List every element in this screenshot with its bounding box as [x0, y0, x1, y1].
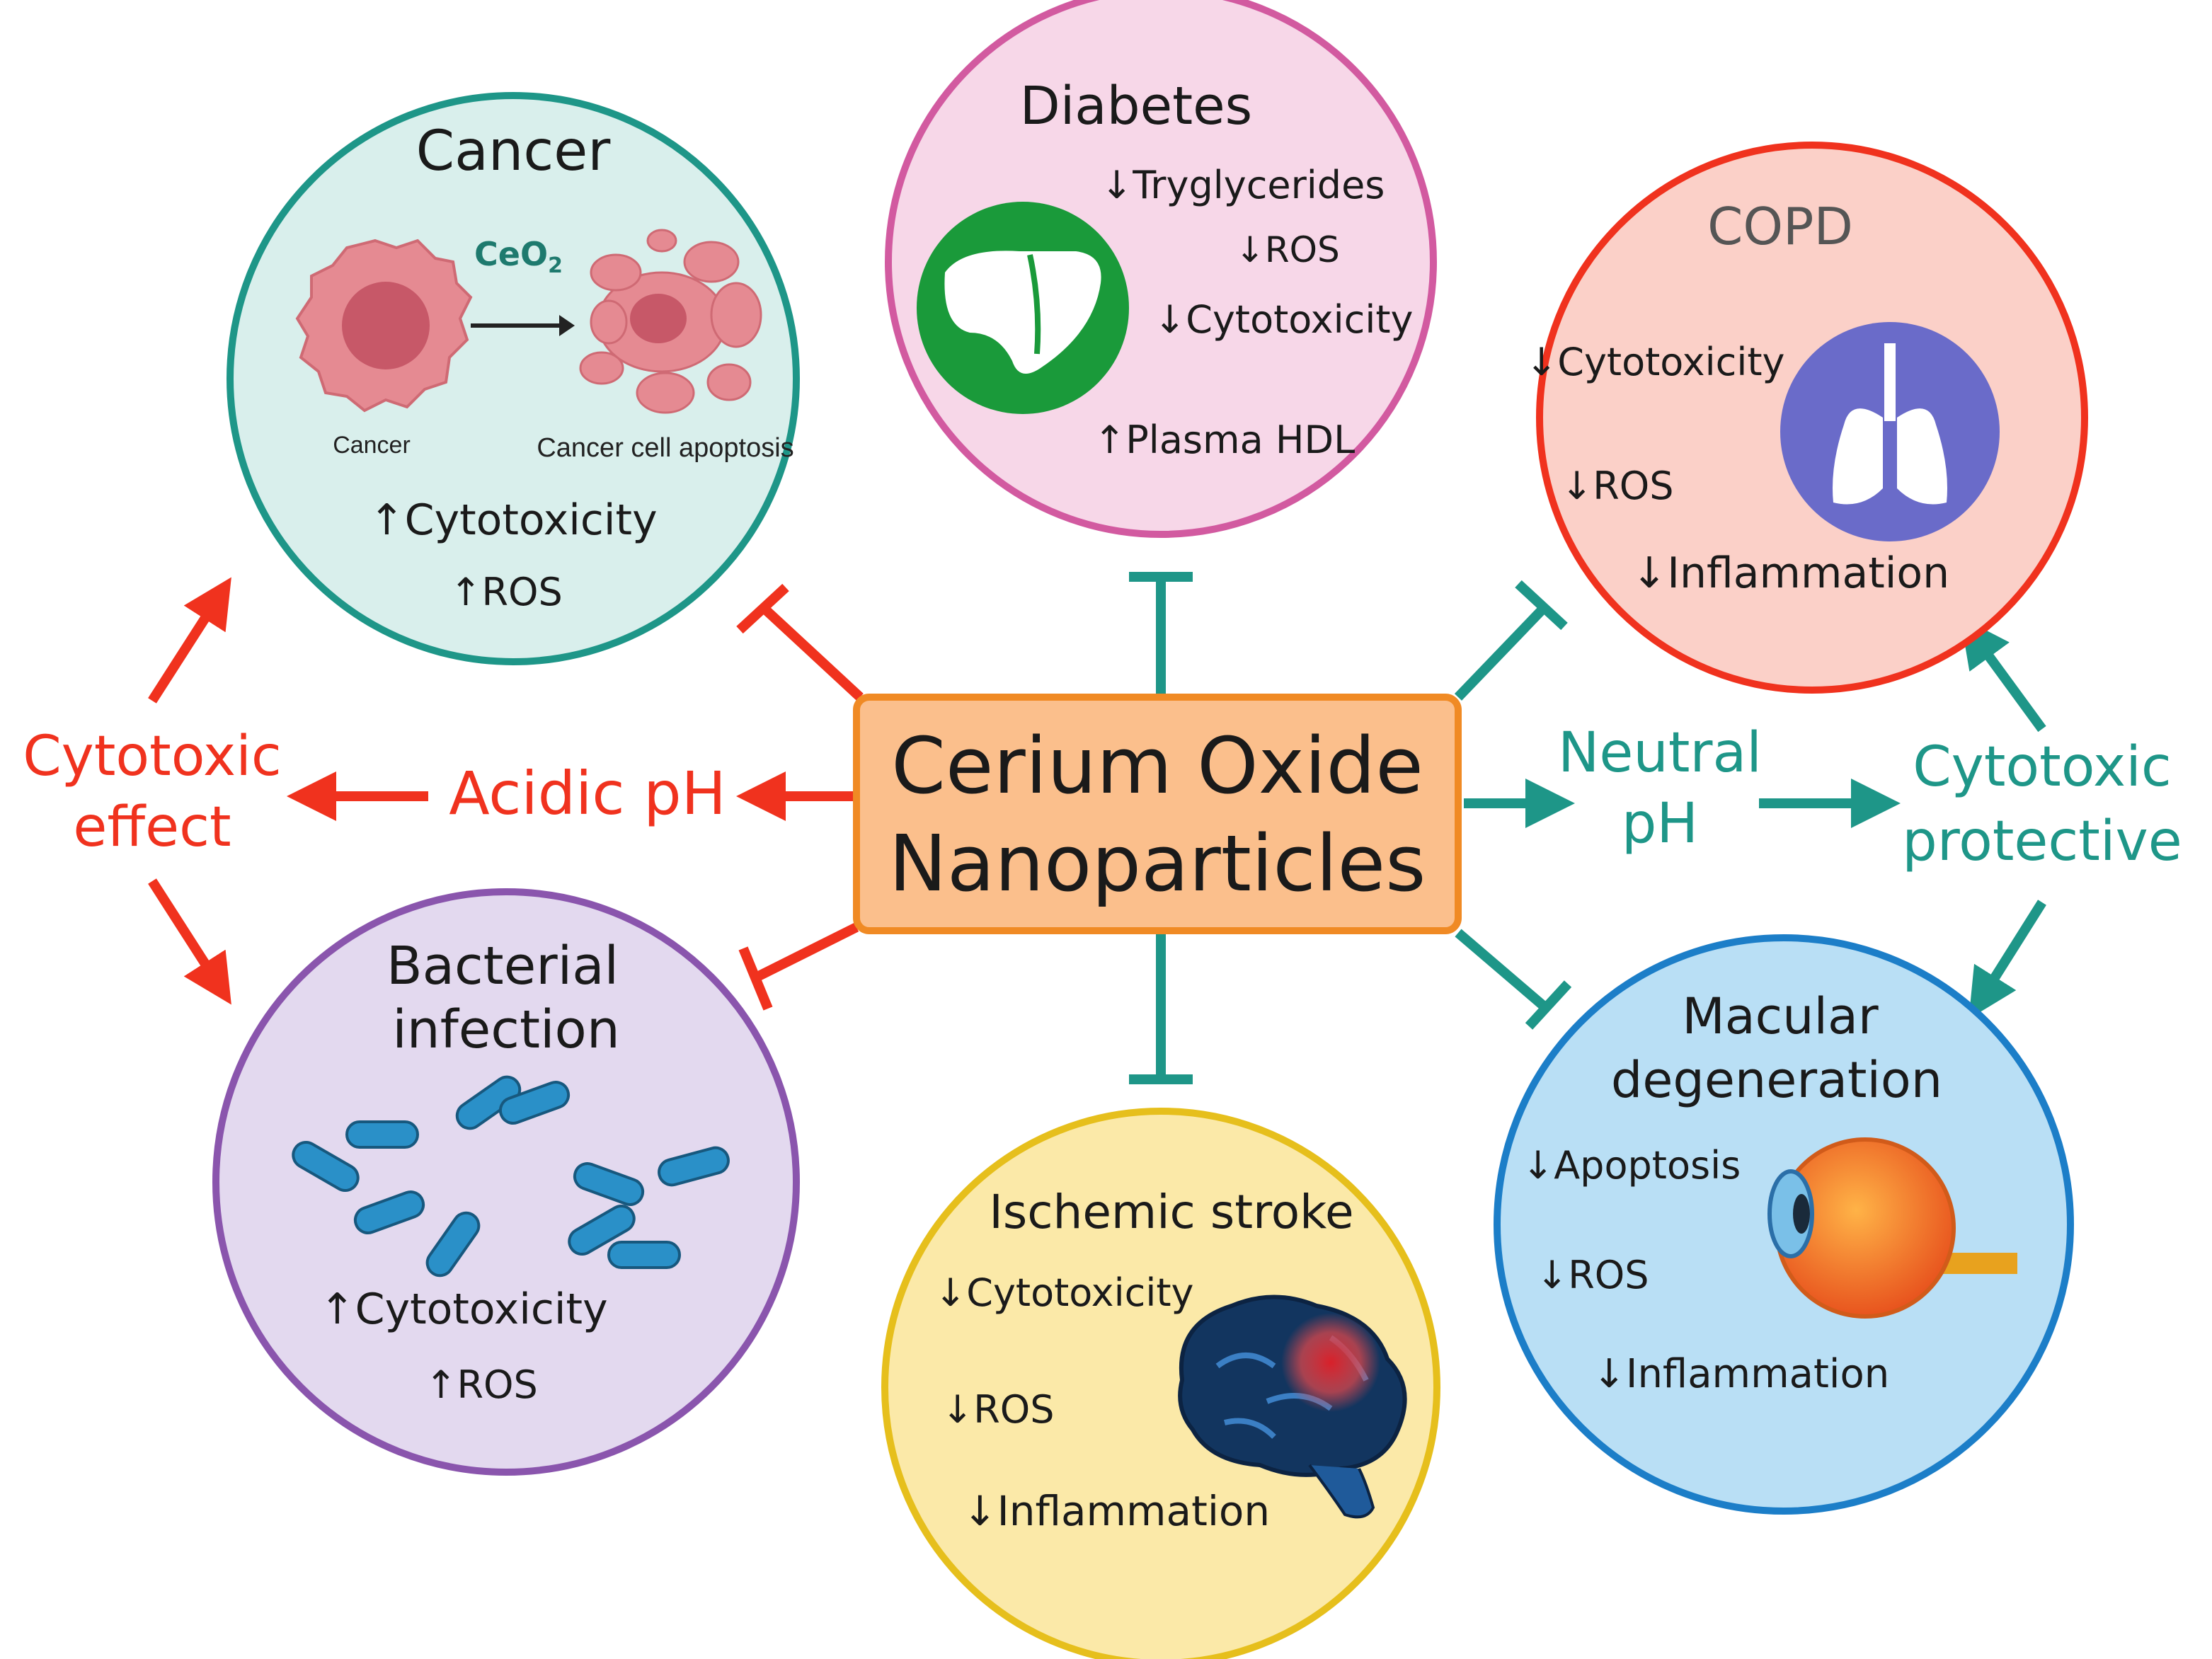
macular-effect-3: ↓Inflammation [1593, 1351, 1889, 1397]
macular-effect-2: ↓ROS [1536, 1253, 1649, 1297]
ceo2-label: CeO2 [474, 235, 563, 278]
cancer-before-label: Cancer [333, 432, 411, 459]
inhibition-connectors [736, 572, 1572, 1084]
cancer-after-label: Cancer cell apoptosis [537, 433, 793, 463]
center-box: Cerium Oxide Nanoparticles [853, 694, 1462, 934]
bacterial-title-line2: infection [392, 999, 619, 1060]
stroke-title: Ischemic stroke [989, 1185, 1353, 1239]
bacterial-node: Bacterial infection ↑Cytotoxicity ↑ROS [212, 888, 800, 1476]
liver-icon [917, 202, 1129, 414]
eye-icon [1767, 1137, 2017, 1319]
cytotoxic-protective-line1: Cytotoxic [1913, 735, 2172, 799]
cancer-effect-2: ↑ROS [449, 570, 563, 614]
bacterial-effect-1: ↑Cytotoxicity [319, 1285, 607, 1334]
bacteria-icon [292, 1075, 730, 1278]
macular-node: Macular degeneration ↓Apoptosis ↓ROS ↓In… [1494, 934, 2074, 1515]
cytotoxic-effect-line1: Cytotoxic [23, 725, 282, 788]
cancer-title: Cancer [416, 120, 612, 183]
center-title-line1: Cerium Oxide [891, 721, 1423, 811]
lungs-icon [1780, 322, 2000, 541]
diabetes-node: Diabetes ↓Tryglycerides ↓ROS ↓Cytotoxici… [885, 0, 1437, 538]
macular-effect-1: ↓Apoptosis [1522, 1143, 1741, 1188]
diabetes-effect-4: ↑Plasma HDL [1094, 418, 1355, 462]
macular-title-line2: degeneration [1611, 1051, 1942, 1109]
neutral-ph-line1: Neutral [1558, 721, 1762, 785]
center-title-line2: Nanoparticles [889, 818, 1426, 909]
neutral-ph-line2: pH [1622, 792, 1698, 856]
copd-title: COPD [1707, 197, 1853, 256]
acidic-ph-label: Acidic pH [449, 759, 726, 828]
stroke-effect-2: ↓ROS [941, 1387, 1055, 1432]
copd-effect-1: ↓Cytotoxicity [1525, 340, 1784, 384]
brain-icon [1178, 1295, 1407, 1519]
apoptotic-cell-icon [579, 229, 762, 414]
bacterial-title-line1: Bacterial [386, 936, 619, 997]
copd-node: COPD ↓Cytotoxicity ↓ROS ↓Inflammation [1525, 142, 2088, 694]
cancer-effect-1: ↑Cytotoxicity [369, 495, 657, 545]
copd-effect-3: ↓Inflammation [1632, 549, 1949, 598]
cytotoxic-protective-line2: protective [1902, 810, 2182, 873]
cancer-cell-icon [295, 239, 473, 413]
stroke-effect-3: ↓Inflammation [963, 1487, 1270, 1535]
diabetes-effect-1: ↓Tryglycerides [1101, 163, 1385, 207]
neutral-path-arrows [1464, 616, 2046, 1019]
bacterial-effect-2: ↑ROS [425, 1362, 538, 1407]
stroke-effect-1: ↓Cytotoxicity [934, 1270, 1193, 1315]
cancer-node: Cancer Cancer CeO2 Cancer cell apoptosis… [227, 92, 800, 665]
cytotoxic-effect-line2: effect [73, 796, 231, 859]
diabetes-title: Diabetes [1020, 76, 1252, 137]
stroke-node: Ischemic stroke ↓Cytotoxicity ↓ROS ↓Infl… [881, 1108, 1440, 1659]
diabetes-effect-2: ↓ROS [1235, 229, 1340, 270]
diabetes-effect-3: ↓Cytotoxicity [1154, 297, 1413, 342]
copd-effect-2: ↓ROS [1561, 464, 1674, 508]
macular-title-line1: Macular [1682, 987, 1878, 1045]
acidic-path-arrows [148, 577, 853, 1005]
